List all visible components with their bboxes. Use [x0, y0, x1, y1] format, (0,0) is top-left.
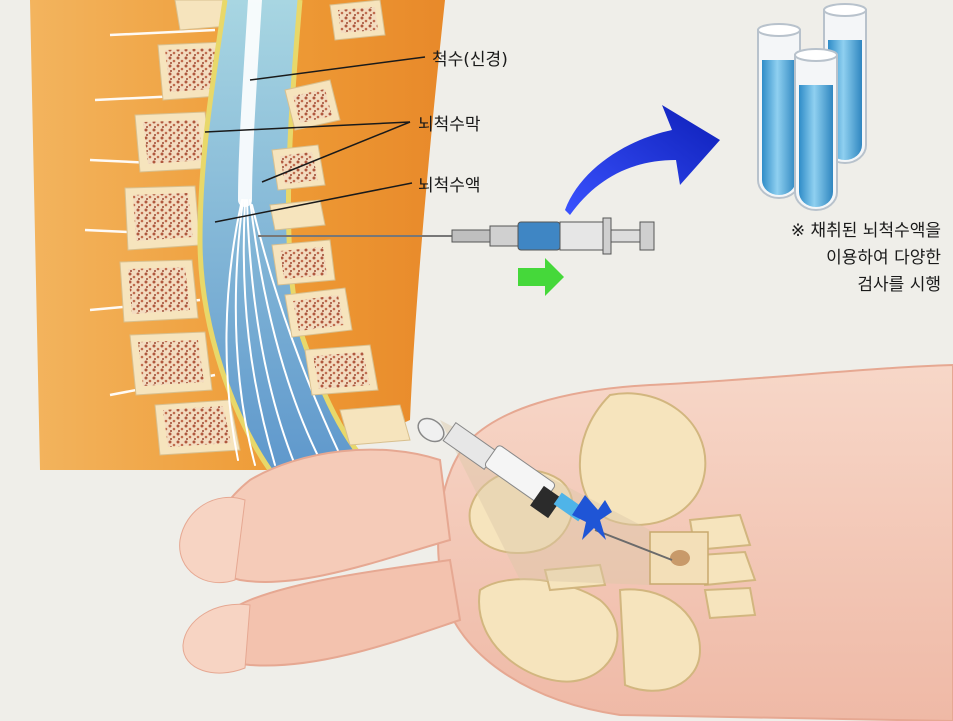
- syringe-large: [417, 417, 673, 561]
- puncture-site: [649, 531, 709, 585]
- label-meninges: 뇌척수막: [418, 115, 481, 135]
- patient-body: [179, 363, 953, 721]
- label-spinal-cord: 척수(신경): [432, 50, 508, 70]
- test-tube-icon: [757, 3, 867, 211]
- pelvis-lower: [478, 578, 619, 683]
- leader-lines: [204, 56, 426, 223]
- spine-section: [30, 0, 445, 472]
- syringe-icon: [258, 217, 655, 255]
- leader-spinal-cord: [249, 56, 426, 81]
- right-arrow-icon: [518, 258, 564, 296]
- test-tube-front: [794, 48, 838, 211]
- vertebral-bodies: [119, 0, 241, 456]
- spinal-cord: [225, 0, 341, 466]
- dura-left: [197, 0, 273, 472]
- pelvis-upper: [578, 392, 707, 526]
- stopcock-valve: [572, 495, 612, 540]
- test-tube-left: [757, 23, 801, 199]
- note-line-3: 검사를 시행: [857, 275, 941, 295]
- note-line-2: 이용하여 다양한: [826, 248, 941, 268]
- sacrum: [618, 588, 702, 692]
- foot-upper: [179, 496, 246, 584]
- lumbar-vertebrae: [543, 513, 757, 620]
- spinous-processes: [269, 0, 411, 446]
- foot-lower: [182, 603, 251, 674]
- leader-csf: [214, 182, 413, 223]
- curved-arrow-icon: [565, 105, 720, 215]
- note-line-1: ※ 채취된 뇌척수액을: [790, 221, 941, 241]
- label-csf: 뇌척수액: [418, 176, 481, 196]
- note-text: ※ 채취된 뇌척수액을 이용하여 다양한 검사를 시행: [791, 218, 941, 299]
- puncture-point: [670, 550, 690, 566]
- leader-meninges: [261, 121, 411, 183]
